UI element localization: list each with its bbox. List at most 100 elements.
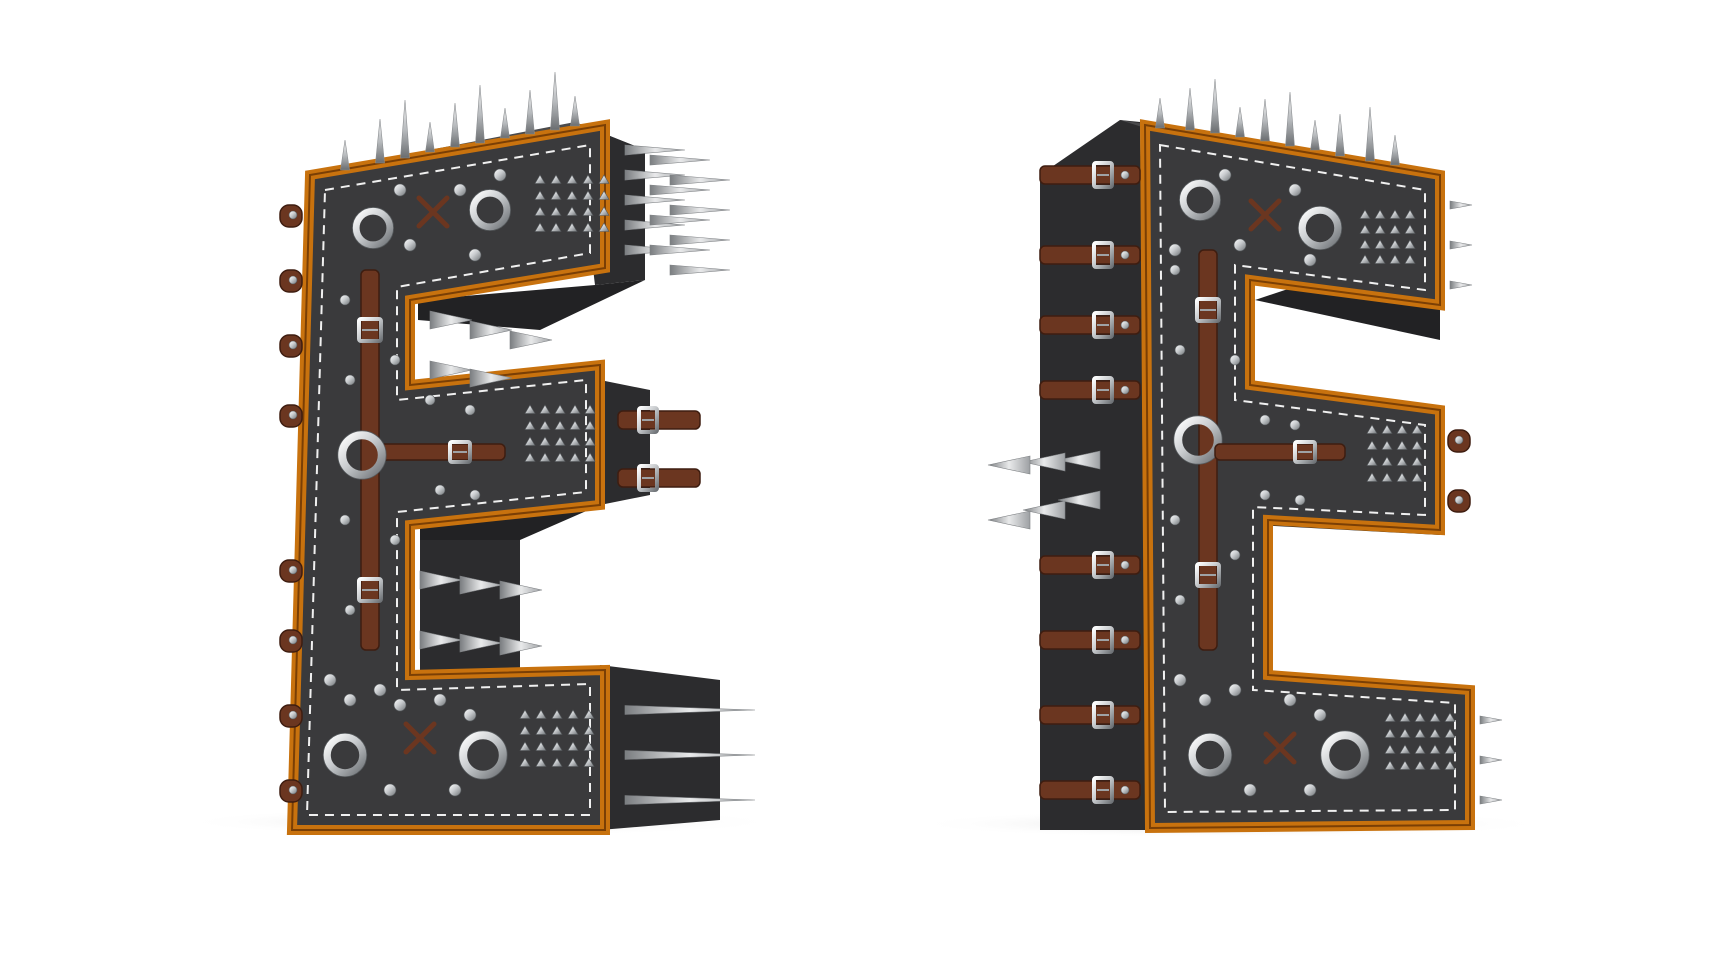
spike-icon (1235, 106, 1245, 138)
spike-icon (1449, 240, 1473, 250)
ring-icon (1173, 415, 1223, 465)
stud-icon (1374, 209, 1386, 219)
buckle-icon (357, 317, 383, 343)
stud-icon (567, 741, 579, 751)
spike-icon (649, 184, 711, 196)
stud-icon (1288, 183, 1302, 197)
stud-icon (519, 725, 531, 735)
stud-icon (519, 741, 531, 751)
stud-icon (554, 436, 566, 446)
stud-icon (551, 741, 563, 751)
stud-icon (464, 404, 476, 416)
buckle-icon (1092, 241, 1114, 269)
stud-icon (1229, 354, 1241, 366)
spike-icon (1479, 795, 1503, 805)
stud-icon (339, 294, 351, 306)
stud-icon (566, 174, 578, 184)
ring-icon (1179, 179, 1221, 221)
strap-icon (1039, 780, 1141, 800)
stud-icon (1399, 728, 1411, 738)
stud-icon (1444, 760, 1456, 770)
spike-icon (669, 234, 731, 246)
spike-icon (1449, 200, 1473, 210)
stud-icon (539, 404, 551, 414)
stud-icon (584, 436, 596, 446)
stud-icon (551, 709, 563, 719)
stud-icon (569, 404, 581, 414)
stud-icon (554, 404, 566, 414)
stud-icon (534, 222, 546, 232)
stud-icon (1174, 344, 1186, 356)
stud-icon (1396, 456, 1408, 466)
ring-icon (1298, 206, 1342, 250)
stud-icon (1399, 744, 1411, 754)
buckle-icon (1092, 161, 1114, 189)
stud-icon (1366, 424, 1378, 434)
ring-icon (1173, 415, 1223, 465)
stud-icon (1359, 254, 1371, 264)
stud-icon (393, 183, 407, 197)
stud-icon (1233, 238, 1247, 252)
stud-icon (1404, 239, 1416, 249)
stud-icon (1169, 514, 1181, 526)
stud-icon (389, 354, 401, 366)
buckle-icon (1195, 297, 1221, 323)
stud-icon (569, 452, 581, 462)
stud-icon (1259, 489, 1271, 501)
spike-icon (1057, 490, 1101, 510)
spike-icon (624, 194, 686, 206)
stud-icon (1374, 224, 1386, 234)
stud-icon (288, 785, 298, 795)
stud-icon (1384, 760, 1396, 770)
stud-icon (288, 410, 298, 420)
spike-icon (624, 795, 756, 805)
stud-icon (539, 436, 551, 446)
stud-icon (468, 248, 482, 262)
ring-icon (337, 430, 387, 480)
spike-icon (1057, 450, 1101, 470)
stud-icon (519, 757, 531, 767)
stud-icon (288, 635, 298, 645)
stud-icon (393, 698, 407, 712)
stud-icon (582, 206, 594, 216)
ring-icon (322, 732, 368, 778)
spike-icon (1390, 134, 1400, 166)
stud-icon (1168, 243, 1182, 257)
stud-icon (323, 673, 337, 687)
stud-icon (1444, 728, 1456, 738)
spike-icon (419, 570, 463, 590)
spike-icon (450, 102, 460, 148)
stud-icon (1396, 424, 1408, 434)
letter-e-right (987, 78, 1503, 834)
stitching (305, 143, 591, 816)
spike-icon (429, 360, 473, 380)
stud-icon (1289, 419, 1301, 431)
spike-icon (1479, 755, 1503, 765)
spike-icon (624, 705, 756, 715)
stud-icon (1366, 456, 1378, 466)
buckle-icon (1092, 776, 1114, 804)
spike-icon (624, 169, 686, 181)
stud-icon (1429, 728, 1441, 738)
stud-icon (1404, 209, 1416, 219)
stud-icon (1381, 440, 1393, 450)
spike-icon (499, 580, 543, 600)
strap-icon (1039, 555, 1141, 575)
spike-icon (509, 330, 553, 350)
stud-icon (598, 206, 610, 216)
stud-icon (1381, 472, 1393, 482)
ring-icon (1187, 732, 1233, 778)
stud-icon (434, 484, 446, 496)
spike-icon (459, 633, 503, 653)
stud-icon (1120, 320, 1130, 330)
stud-icon (1414, 760, 1426, 770)
strap-icon (1039, 245, 1141, 265)
stud-icon (1313, 708, 1327, 722)
spike-icon (340, 139, 350, 171)
stud-icon (583, 757, 595, 767)
ring-icon (469, 189, 511, 231)
stud-icon (1429, 744, 1441, 754)
stud-icon (598, 222, 610, 232)
